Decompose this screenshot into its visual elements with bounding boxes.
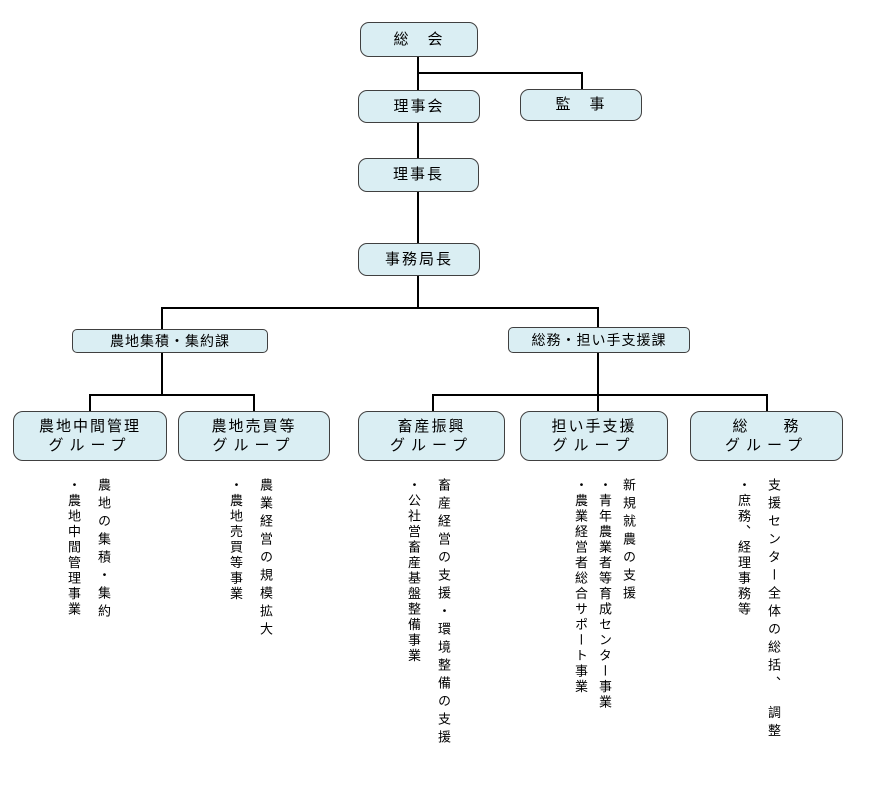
connector-line [432, 394, 768, 396]
org-node-division-farmland: 農地集積・集約課 [72, 329, 268, 353]
connector-line [89, 394, 91, 411]
org-node-group-farmland-trading: 農地売買等 グループ [178, 411, 330, 461]
group-name-line2: グループ [724, 437, 809, 454]
org-node-auditor: 監 事 [520, 89, 642, 121]
org-node-group-farmland-intermediary: 農地中間管理 グループ [13, 411, 167, 461]
connector-line [597, 353, 599, 411]
connector-line [597, 307, 599, 327]
group-desc-column-general-affairs: 支援センター全体の総括、 調整 ・庶務、経理事務等 [722, 478, 788, 758]
connector-line [766, 394, 768, 411]
group-name-line2: グループ [389, 437, 474, 454]
org-node-label: 総務・担い手支援課 [531, 331, 667, 348]
group-desc-column-farmland-intermediary: 農地の集積・集約 ・農地中間管理事業 [52, 478, 118, 678]
group-name-line1: 担い手支援 [551, 417, 637, 435]
org-node-label: 理事会 [393, 97, 445, 115]
group-name-line2: グループ [552, 437, 636, 454]
org-node-board-of-directors: 理事会 [358, 90, 480, 123]
group-name-line1: 畜産振興 [397, 417, 466, 435]
group-desc-line: ・公社営畜産基盤整備事業 [406, 478, 421, 664]
org-node-label: 農地集積・集約課 [110, 332, 230, 349]
connector-line [161, 307, 599, 309]
group-name-line1: 農地中間管理 [38, 417, 141, 435]
org-node-label: 監 事 [555, 96, 607, 114]
connector-line [417, 123, 419, 158]
connector-line [581, 72, 583, 90]
group-desc-line: 農業経営の規模拡大 [258, 478, 273, 640]
group-desc-line: ・庶務、経理事務等 [736, 478, 751, 618]
org-node-label: 事務局長 [384, 250, 453, 268]
group-name-line2: グループ [48, 437, 132, 454]
org-node-label: 理事長 [392, 166, 444, 184]
group-desc-line: 新規就農の支援 [621, 478, 636, 604]
org-node-secretary-general: 事務局長 [358, 243, 480, 276]
group-name-line2: グループ [212, 437, 296, 454]
group-desc-line: ・青年農業者等育成センター事業 [597, 478, 612, 711]
group-desc-line: 支援センター全体の総括、 調整 [766, 478, 781, 742]
connector-line [432, 394, 434, 411]
org-node-label: 総 会 [393, 30, 445, 48]
group-desc-line: 畜産経営の支援・環境整備の支援 [436, 478, 451, 748]
group-desc-line: ・農地中間管理事業 [66, 478, 81, 618]
org-node-group-livestock: 畜産振興 グループ [358, 411, 505, 461]
org-node-division-general-affairs: 総務・担い手支援課 [508, 327, 690, 353]
connector-line [417, 57, 419, 91]
group-desc-column-farmland-trading: 農業経営の規模拡大 ・農地売買等事業 [214, 478, 280, 698]
connector-line [417, 192, 419, 243]
org-node-chairman: 理事長 [358, 158, 479, 192]
group-name-line1: 農地売買等 [211, 417, 297, 435]
connector-line [253, 394, 255, 411]
org-node-group-general-affairs: 総 務 グループ [690, 411, 843, 461]
group-name-line1: 総 務 [732, 417, 801, 435]
org-node-general-meeting: 総 会 [360, 22, 478, 57]
group-desc-line: ・農業経営者総合サポート事業 [573, 478, 588, 695]
connector-line [161, 353, 163, 395]
connector-line [417, 276, 419, 308]
group-desc-line: 農地の集積・集約 [96, 478, 111, 622]
connector-line [417, 72, 583, 74]
group-desc-line: ・農地売買等事業 [228, 478, 243, 602]
connector-line [161, 307, 163, 329]
group-desc-column-livestock: 畜産経営の支援・環境整備の支援 ・公社営畜産基盤整備事業 [392, 478, 458, 768]
org-node-group-farmer-support: 担い手支援 グループ [520, 411, 668, 461]
connector-line [89, 394, 255, 396]
group-desc-column-farmer-support: 新規就農の支援 ・青年農業者等育成センター事業 ・農業経営者総合サポート事業 [562, 478, 640, 748]
